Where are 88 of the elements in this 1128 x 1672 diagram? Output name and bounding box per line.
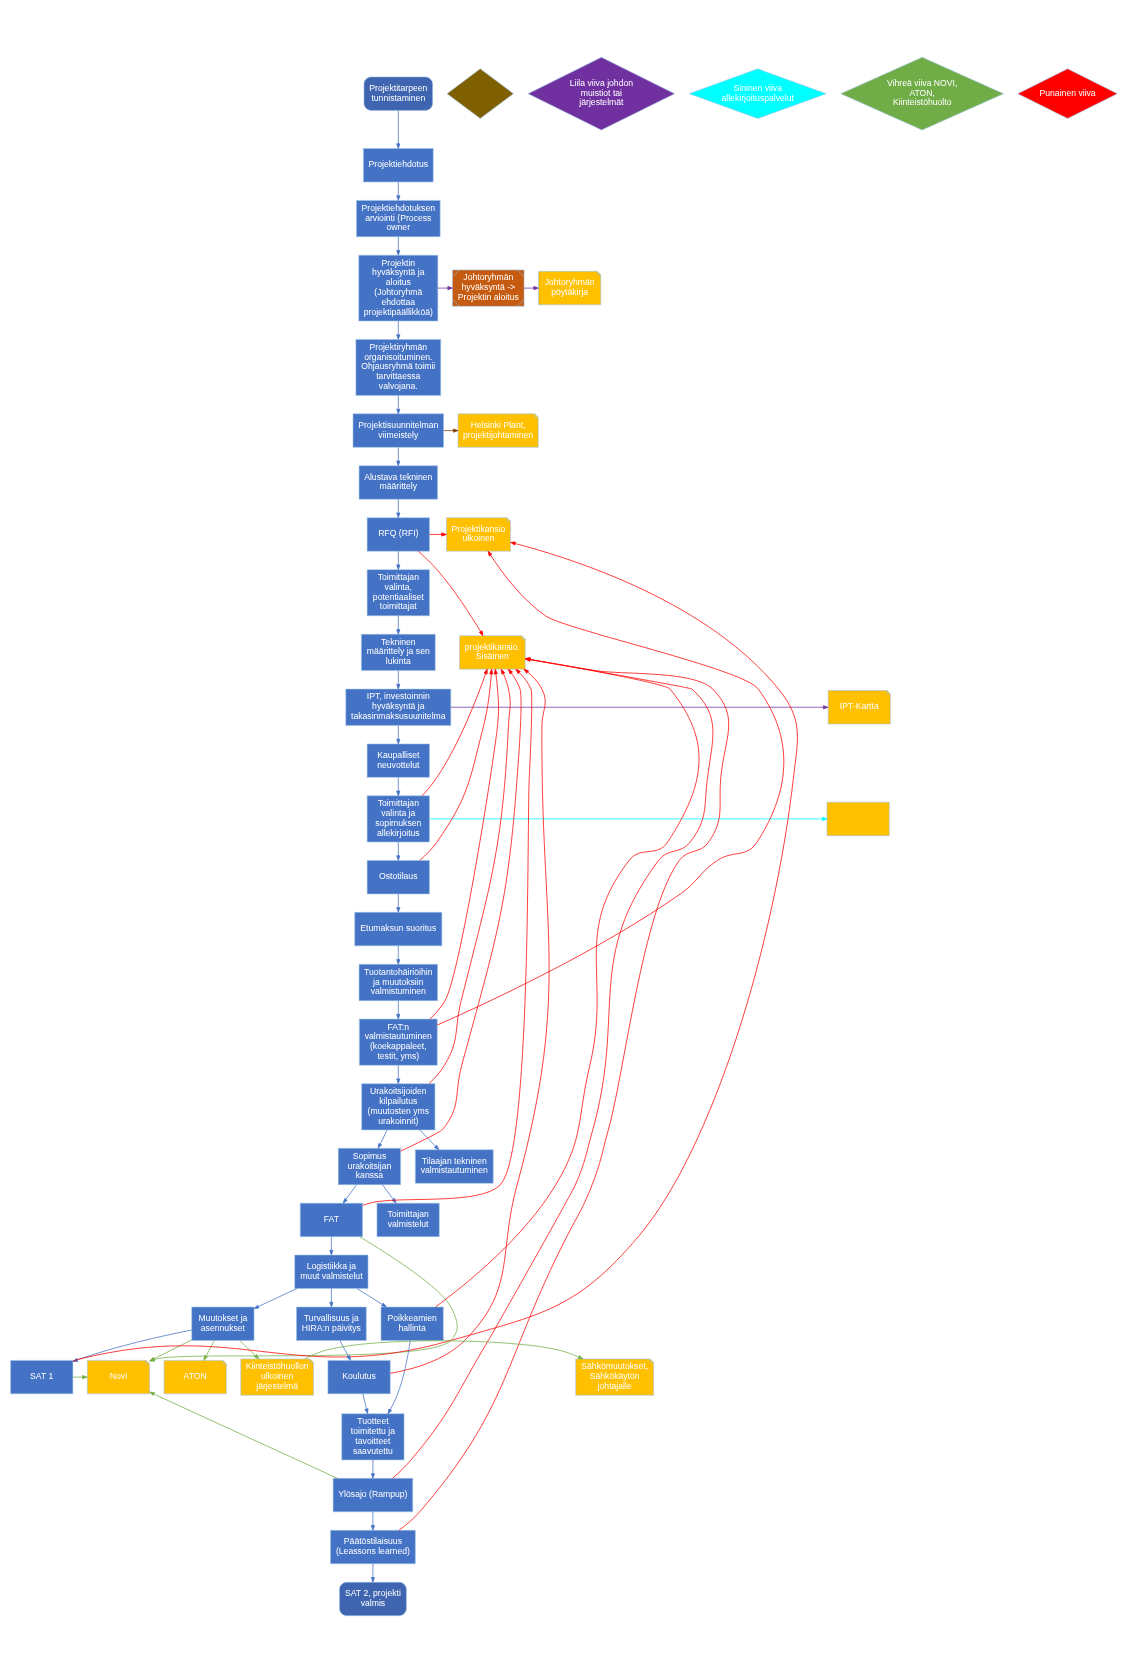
node-box: Projektisuunnitelman viimeistely bbox=[352, 413, 444, 448]
node-box: Projektin hyväksyntä ja aloitus (Johtoryhmä ehdottaa projektipäällikköä) bbox=[358, 254, 439, 321]
arrow bbox=[382, 1183, 397, 1203]
node-box: Projektiehdotus bbox=[363, 147, 434, 182]
node-box: Kaupalliset neuvottelut bbox=[366, 743, 430, 778]
node-box: Tuotantohäiriöihin ja muutoksiin valmistuminen bbox=[358, 963, 438, 1001]
arrow bbox=[396, 498, 401, 518]
node-diamond bbox=[446, 68, 514, 119]
arrow bbox=[387, 1339, 411, 1414]
node-box: Urakoitsijoiden kilpailutus (muutosten yms urakoinnit) bbox=[361, 1082, 436, 1130]
arrow bbox=[370, 1563, 375, 1582]
arrow bbox=[396, 109, 401, 149]
node-box: Projektiehdotuksen arviointi (Process owner bbox=[356, 199, 441, 237]
arrow bbox=[400, 668, 522, 1151]
arrow bbox=[450, 704, 829, 709]
node-box: FAT bbox=[299, 1202, 363, 1237]
node-box: Muutokset ja asennukset bbox=[191, 1306, 255, 1341]
node-box: Toimittajan valinta, potentiaaliset toimittajat bbox=[366, 568, 430, 616]
arrow bbox=[239, 1339, 260, 1359]
arrow bbox=[389, 668, 550, 1374]
node-box: RFQ (RFI) bbox=[366, 516, 430, 551]
node-box: Ylösajo (Rampup) bbox=[332, 1477, 414, 1512]
arrow bbox=[396, 615, 401, 635]
node-diamond: Sininen viiva allekirjoituspalvelut bbox=[689, 68, 827, 119]
arrow bbox=[523, 285, 539, 290]
node-box: Tilaajan tekninen valmistautuminen bbox=[415, 1149, 494, 1184]
node-box: Sopimus urakoitsijan kanssa bbox=[338, 1147, 401, 1185]
node-box: Toimittajan valinta ja sopimuksen allekirjoitus bbox=[366, 795, 430, 842]
node-box: Alustava tekninen määrittely bbox=[358, 465, 438, 500]
arrow bbox=[370, 1511, 375, 1530]
arrow bbox=[396, 1064, 401, 1084]
arrow bbox=[396, 550, 401, 570]
node-box: SAT 1 bbox=[10, 1359, 74, 1394]
arrow bbox=[396, 181, 401, 201]
arrow bbox=[429, 668, 499, 1019]
arrow bbox=[396, 945, 401, 965]
node-box: Ostotilaus bbox=[366, 859, 430, 894]
node-diamond: Punainen viiva bbox=[1017, 68, 1118, 119]
arrow bbox=[417, 550, 484, 636]
arrow bbox=[396, 776, 401, 796]
arrow bbox=[396, 841, 401, 861]
node-box: Koulutus bbox=[327, 1359, 391, 1394]
arrow bbox=[72, 1374, 88, 1379]
node-box: Projektiryhmän organisoituminen. Ohjausryhmä toimii tarvittaessa valvojana. bbox=[355, 338, 441, 396]
arrow bbox=[443, 428, 459, 433]
node-diamond: Vihreä viiva NOVI, ATON, Kiinteistöhuolto bbox=[840, 56, 1004, 130]
arrow bbox=[396, 724, 401, 744]
arrow bbox=[356, 1287, 387, 1307]
node-box: Tuotteet toimitettu ja tavoitteet saavutettu bbox=[341, 1412, 405, 1460]
arrow bbox=[203, 1339, 215, 1361]
node-box: Etumaksun suoritus bbox=[354, 911, 443, 946]
arrow bbox=[421, 668, 488, 796]
arrow bbox=[370, 1459, 375, 1479]
arrow bbox=[419, 1129, 440, 1150]
arrow bbox=[396, 669, 401, 689]
node-box: Turvallisuus ja HIRA:n päivitys bbox=[296, 1306, 367, 1341]
node-box: Päätöstilaisuus (Leassons learned) bbox=[330, 1529, 416, 1564]
arrow bbox=[396, 235, 401, 255]
arrow bbox=[396, 394, 401, 414]
arrow bbox=[428, 668, 511, 1084]
arrow bbox=[329, 1287, 334, 1307]
arrow bbox=[339, 1339, 351, 1361]
arrow bbox=[429, 531, 447, 536]
arrow bbox=[149, 1391, 338, 1479]
arrow bbox=[329, 1235, 334, 1255]
arrow bbox=[396, 320, 401, 340]
arrow bbox=[396, 999, 401, 1019]
node-box: Logistiikka ja muut valmistelut bbox=[294, 1254, 369, 1289]
node-box: FAT:n valmistautuminen (koekappaleet, testit, yms) bbox=[359, 1018, 438, 1066]
arrow bbox=[396, 446, 401, 466]
node-box: Toimittajan valmistelut bbox=[376, 1202, 440, 1237]
arrow bbox=[253, 1287, 298, 1309]
arrow bbox=[429, 816, 828, 821]
arrow bbox=[436, 550, 785, 1025]
arrow bbox=[377, 1129, 388, 1149]
node-box: Projektitarpeen tunnistaminen bbox=[363, 76, 433, 111]
node-box: Tekninen määrittely ja sen lukinta bbox=[361, 633, 436, 671]
node-box bbox=[826, 801, 890, 836]
arrow bbox=[437, 285, 453, 290]
arrow bbox=[304, 1339, 584, 1359]
node-box: IPT, investoinnin hyväksyntä ja takasinmaksusuunitelma bbox=[345, 688, 452, 726]
arrow bbox=[342, 1183, 357, 1203]
arrow bbox=[396, 893, 401, 913]
arrow bbox=[362, 1392, 369, 1414]
arrow bbox=[419, 668, 494, 861]
node-diamond: Liila viiva johdon muistiot tai järjestelmät bbox=[527, 56, 675, 130]
node-box: SAT 2, projekti valmis bbox=[339, 1581, 407, 1616]
node-box: Poikkeamien hallinta bbox=[380, 1306, 444, 1341]
